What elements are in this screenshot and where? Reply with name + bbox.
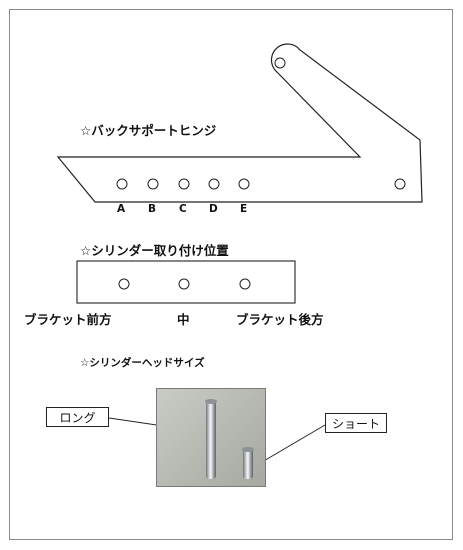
hinge-top-hole xyxy=(274,57,286,69)
hole-label-e: E xyxy=(240,203,248,215)
hinge-hole-right xyxy=(394,178,406,190)
short-leader-line xyxy=(261,424,326,463)
hinge-section-title: ☆バックサポートヒンジ xyxy=(80,123,217,138)
short-pin-image xyxy=(243,449,253,479)
hole-label-a: A xyxy=(117,203,126,215)
figure-frame xyxy=(9,9,453,540)
long-pin-cap xyxy=(205,399,217,404)
cylinder-pins-photo xyxy=(156,388,266,487)
hinge-plate-outline xyxy=(56,43,423,203)
bracket-hole-middle xyxy=(178,278,190,290)
cylinder-head-title: ☆シリンダーヘッドサイズ xyxy=(80,357,205,369)
bracket-hole-rear xyxy=(239,278,251,290)
hinge-hole-b xyxy=(147,178,159,190)
hinge-hole-c xyxy=(178,178,190,190)
position-front-label: ブラケット前方 xyxy=(24,312,112,327)
short-label: ショート xyxy=(331,417,380,431)
hole-label-d: D xyxy=(209,203,218,215)
position-middle-label: 中 xyxy=(177,312,190,327)
short-label-box: ショート xyxy=(325,413,387,433)
hinge-hole-a xyxy=(116,178,128,190)
bracket-hole-front xyxy=(118,278,130,290)
hinge-hole-d xyxy=(208,178,220,190)
long-label: ロング xyxy=(59,411,96,425)
bracket-rectangle xyxy=(76,260,296,304)
hole-label-c: C xyxy=(179,203,187,215)
cylinder-mount-title: ☆シリンダー取り付け位置 xyxy=(80,243,229,258)
long-label-box: ロング xyxy=(46,407,109,427)
short-pin-cap xyxy=(242,447,254,452)
hinge-hole-e xyxy=(238,178,250,190)
position-rear-label: ブラケット後方 xyxy=(236,312,324,327)
hole-label-b: B xyxy=(148,203,157,215)
long-pin-image xyxy=(206,401,216,479)
